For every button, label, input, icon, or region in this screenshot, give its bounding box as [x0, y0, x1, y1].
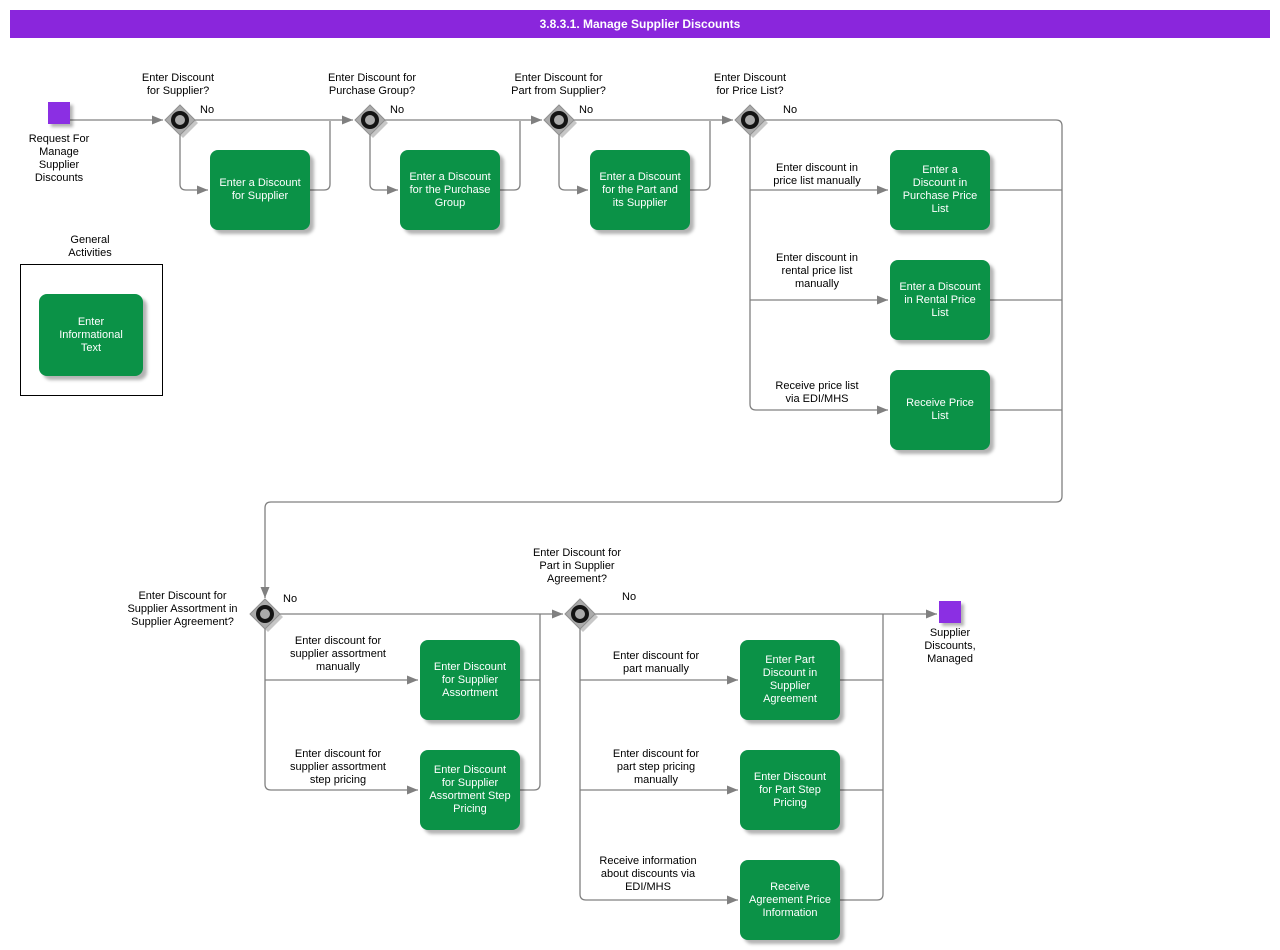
activity-receive-price-list[interactable]: Receive Price List [890, 370, 990, 450]
decision-diamond-supplier [164, 104, 198, 138]
decision-question-supplier-assortment: Enter Discount for Supplier Assortment i… [127, 590, 238, 628]
branch-label-receive-price-list-edi: Receive price list via EDI/MHS [775, 380, 859, 405]
activity-enter-informational-text[interactable]: Enter Informational Text [39, 294, 143, 376]
activity-receive-agreement-price-information[interactable]: Receive Agreement Price Information [740, 860, 840, 940]
no-label-6: No [622, 591, 637, 603]
general-activities-heading: General Activities [68, 234, 112, 259]
branch-label-price-list-manual: Enter discount in price list manually [773, 162, 861, 187]
start-node [48, 102, 70, 124]
branch-label-receive-discounts-edi: Receive information about discounts via … [599, 855, 697, 893]
decision-question-supplier: Enter Discount for Supplier? [141, 72, 215, 97]
branch-label-rental-price-list-manual: Enter discount in rental price list manu… [776, 252, 858, 290]
decision-question-purchase-group: Enter Discount for Purchase Group? [327, 72, 417, 97]
decision-question-part-in-agreement: Enter Discount for Part in Supplier Agre… [532, 547, 622, 585]
no-label-3: No [579, 104, 594, 116]
no-label-1: No [200, 104, 215, 116]
activity-enter-discount-part-supplier[interactable]: Enter a Discount for the Part and its Su… [590, 150, 690, 230]
no-label-5: No [283, 593, 298, 605]
activity-enter-discount-assortment-step-pricing[interactable]: Enter Discount for Supplier Assortment S… [420, 750, 520, 830]
decision-diamond-purchase-group [354, 104, 388, 138]
decision-question-price-list: Enter Discount for Price List? [713, 72, 787, 97]
decision-diamond-part-from-supplier [543, 104, 577, 138]
activity-enter-discount-supplier-assortment[interactable]: Enter Discount for Supplier Assortment [420, 640, 520, 720]
activity-enter-discount-purchase-group[interactable]: Enter a Discount for the Purchase Group [400, 150, 500, 230]
connectors [70, 115, 1063, 905]
general-activities-box [20, 264, 163, 396]
decision-question-part-from-supplier: Enter Discount for Part from Supplier? [511, 72, 606, 97]
decision-diamond-price-list [734, 104, 768, 138]
activity-enter-part-discount-agreement[interactable]: Enter Part Discount in Supplier Agreemen… [740, 640, 840, 720]
branch-label-assortment-step-pricing: Enter discount for supplier assortment s… [290, 748, 386, 786]
activity-enter-discount-part-step-pricing[interactable]: Enter Discount for Part Step Pricing [740, 750, 840, 830]
no-label-4: No [783, 104, 798, 116]
activity-enter-discount-for-supplier[interactable]: Enter a Discount for Supplier [210, 150, 310, 230]
activity-enter-discount-rental-price-list[interactable]: Enter a Discount in Rental Price List [890, 260, 990, 340]
branch-label-assortment-manual: Enter discount for supplier assortment m… [290, 635, 386, 673]
branch-label-part-manual: Enter discount for part manually [612, 650, 700, 675]
no-label-2: No [390, 104, 405, 116]
decision-diamond-supplier-assortment [249, 598, 283, 632]
end-node-label: Supplier Discounts, Managed [924, 627, 976, 665]
branch-label-part-step-pricing: Enter discount for part step pricing man… [612, 748, 700, 786]
activity-enter-discount-purchase-price-list[interactable]: Enter a Discount in Purchase Price List [890, 150, 990, 230]
title-bar: 3.8.3.1. Manage Supplier Discounts [10, 10, 1270, 38]
end-node [939, 601, 961, 623]
decision-diamond-part-in-agreement [564, 598, 598, 632]
start-node-label: Request For Manage Supplier Discounts [28, 133, 90, 184]
